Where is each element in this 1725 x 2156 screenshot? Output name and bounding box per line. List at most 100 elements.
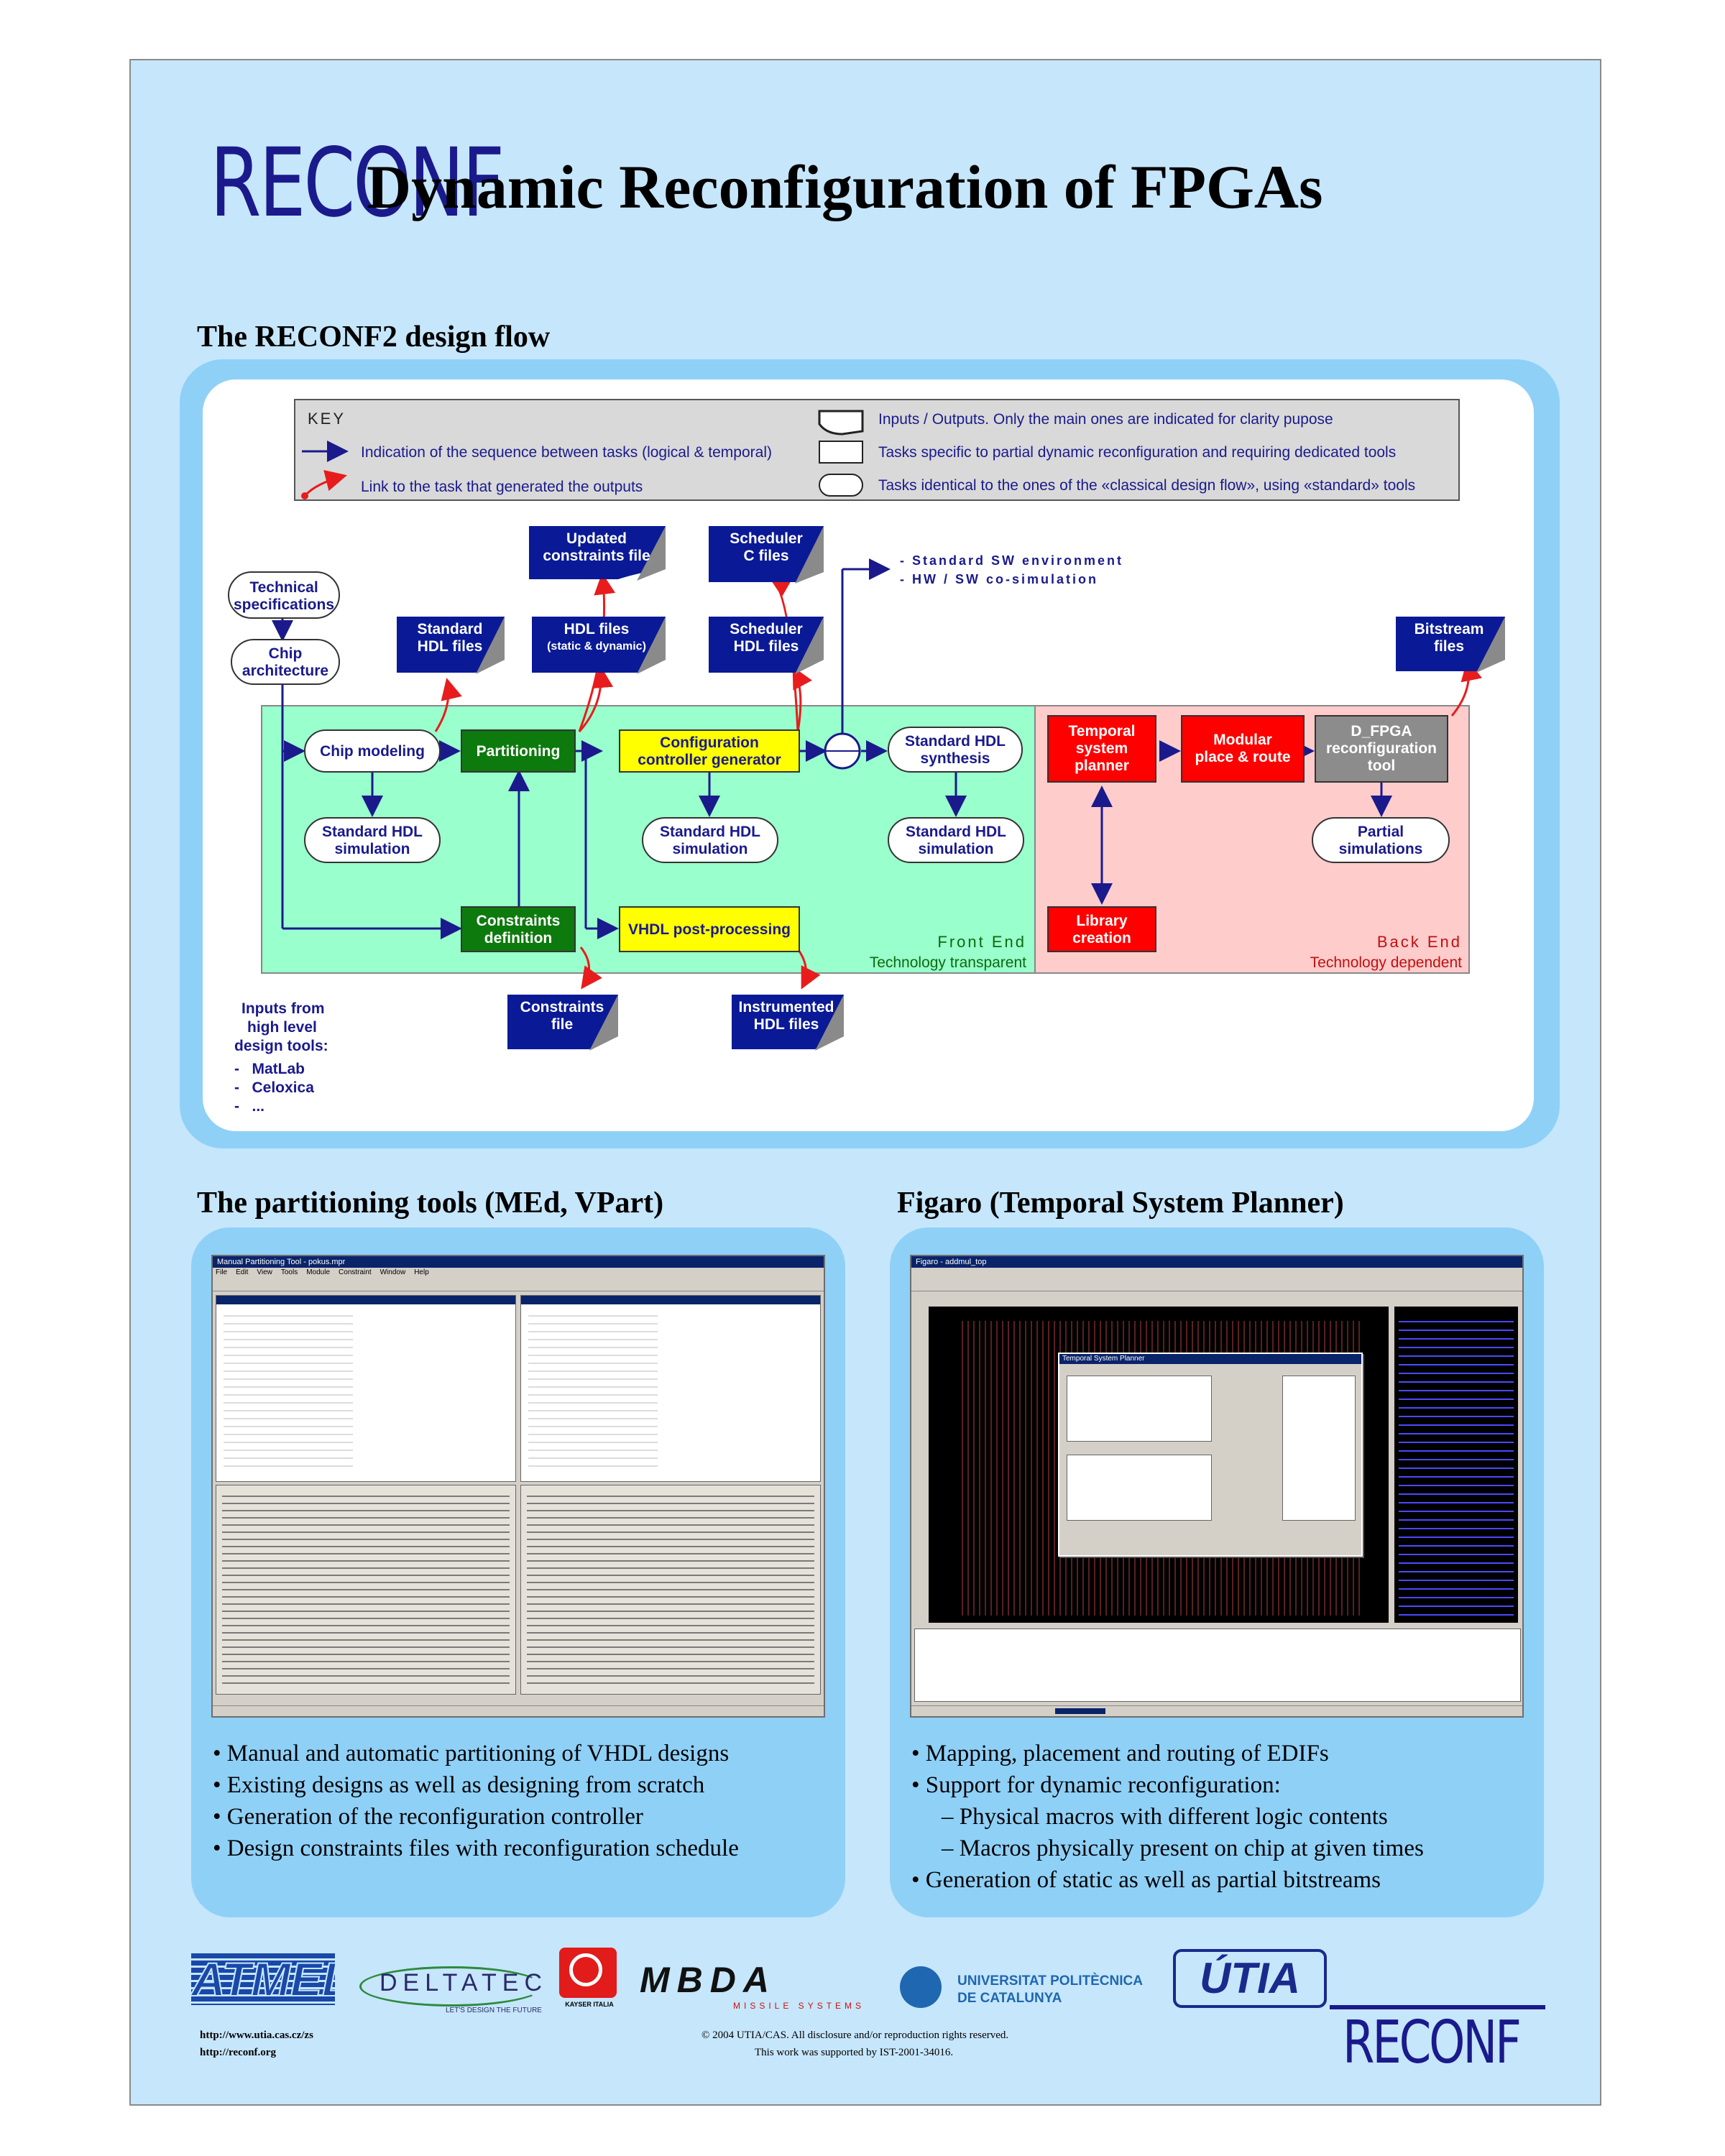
bullet: • Manual and automatic partitioning of V… (213, 1741, 730, 1766)
output-tree-pane (520, 1295, 821, 1482)
node-std-synth-2: synthesis (921, 750, 990, 767)
file-updated-2: constraints file (543, 548, 650, 564)
figaro-window-title: Figaro - addmul_top (916, 1258, 987, 1266)
key-oval: Tasks identical to the ones of the «clas… (878, 477, 1415, 494)
partitioning-window-title: Manual Partitioning Tool - pokus.mpr (217, 1258, 346, 1266)
utia-logo: ÚTIA (1173, 1949, 1327, 2008)
node-vhdl-post: VHDL post-processing (628, 921, 791, 938)
partitioning-window-titlebar: Manual Partitioning Tool - pokus.mpr (213, 1256, 824, 1268)
file-std-hdl-2: HDL files (418, 638, 483, 655)
node-sim2-2: simulation (672, 841, 748, 857)
node-dfpga-2: reconfiguration (1326, 740, 1437, 757)
file-scheduler-hdl-1: Scheduler (730, 621, 803, 637)
key-arrow-seq: Indication of the sequence between tasks… (361, 444, 772, 461)
file-hdl-2: (static & dynamic) (547, 640, 646, 653)
inputs-line-2: high level (247, 1019, 317, 1036)
figaro-toolbar (911, 1268, 1522, 1291)
file-scheduler-c-1: Scheduler (730, 530, 803, 547)
mbda-tagline: MISSILE SYSTEMS (733, 2001, 865, 2011)
file-instrumented-2: HDL files (754, 1016, 819, 1033)
mbda-logo-text: MBDA (640, 1960, 776, 2000)
bullet: • Existing designs as well as designing … (213, 1772, 705, 1798)
design-flow-title: The RECONF2 design flow (197, 321, 551, 354)
page-title: Dynamic Reconfiguration of FPGAs (367, 152, 1323, 221)
atmel-logo: ATMEL (191, 1953, 335, 2005)
atmel-logo-text: ATMEL (191, 1953, 335, 2005)
utia-logo-text: ÚTIA (1200, 1954, 1300, 2002)
sub-bullet: – Macros physically present on chip at g… (942, 1835, 1424, 1861)
node-temporal-1: Temporal (1069, 723, 1136, 740)
input-code-pane (216, 1485, 516, 1695)
menu-file[interactable]: File (216, 1268, 228, 1276)
deltatec-tagline: LET'S DESIGN THE FUTURE (446, 2007, 542, 2014)
node-sim1-2: simulation (334, 841, 410, 857)
file-bitstream-2: files (1434, 638, 1464, 655)
file-shapes: Updated constraints file Scheduler C fil… (397, 526, 1505, 1051)
footer-url-1: http://www.utia.cas.cz/zs (200, 2030, 313, 2041)
sw-env-2: - HW / SW co-simulation (900, 572, 1098, 586)
node-chip-modeling: Chip modeling (320, 743, 425, 760)
sub-bullet: – Physical macros with different logic c… (942, 1804, 1388, 1830)
node-modular-2: place & route (1195, 749, 1290, 765)
file-std-hdl-1: Standard (417, 621, 482, 637)
inputs-line-4: - MatLab (234, 1061, 305, 1077)
node-config-gen-1: Configuration (660, 734, 759, 751)
kayser-logo: KAYSER ITALIA (559, 1948, 620, 2012)
node-sim3-2: simulation (918, 841, 993, 857)
footer-copyright: © 2004 UTIA/CAS. All disclosure and/or r… (702, 2030, 1009, 2041)
bullet: • Generation of static as well as partia… (911, 1867, 1381, 1893)
menu-edit[interactable]: Edit (236, 1268, 249, 1276)
node-config-gen-2: controller generator (638, 752, 781, 768)
file-scheduler-c-2: C files (743, 548, 788, 564)
menu-view[interactable]: View (257, 1268, 272, 1276)
file-instrumented-1: Instrumented (738, 999, 834, 1015)
reconf-logo-bottom (1330, 2005, 1545, 2009)
partitioning-title: The partitioning tools (MEd, VPart) (197, 1187, 664, 1220)
menu-window[interactable]: Window (380, 1268, 406, 1276)
inputs-line-5: - Celoxica (234, 1079, 314, 1096)
menu-tools[interactable]: Tools (280, 1268, 298, 1276)
menu-constraint[interactable]: Constraint (339, 1268, 372, 1276)
menu-module[interactable]: Module (306, 1268, 331, 1276)
node-library-2: creation (1072, 930, 1131, 946)
partitioning-screenshot: Manual Partitioning Tool - pokus.mpr Fil… (211, 1255, 825, 1718)
oval-tasks: Technical specifications Chip architectu… (228, 571, 1450, 863)
file-constraints-1: Constraints (520, 999, 604, 1015)
sw-env-1: - Standard SW environment (900, 553, 1123, 568)
node-chip-arch-1: Chip (269, 645, 303, 662)
upc-logo-text-1: UNIVERSITAT POLITÈCNICA (957, 1973, 1143, 1989)
menu-help[interactable]: Help (414, 1268, 429, 1276)
file-hdl-1: HDL files (564, 621, 630, 637)
figaro-title: Figaro (Temporal System Planner) (897, 1187, 1344, 1220)
bullet: • Generation of the reconfiguration cont… (213, 1804, 643, 1830)
node-constraints-def-2: definition (484, 930, 552, 946)
temporal-planner-title: Temporal System Planner (1062, 1355, 1145, 1363)
key-rect: Tasks specific to partial dynamic reconf… (878, 444, 1396, 461)
figaro-screenshot: Figaro - addmul_top Temporal System Plan… (910, 1255, 1524, 1718)
compile-pane: Temporal System Planner (929, 1307, 1389, 1623)
node-sim2-1: Standard HDL (660, 824, 760, 840)
upc-logo-text-2: DE CATALUNYA (957, 1991, 1062, 2006)
partitioning-bullets: • Manual and automatic partitioning of V… (213, 1738, 739, 1864)
key-arrow-link: Link to the task that generated the outp… (361, 479, 643, 495)
upc-logo: UNIVERSITAT POLITÈCNICA DE CATALUNYA (900, 1966, 1159, 2009)
node-partitioning: Partitioning (477, 743, 561, 760)
figaro-statusbar (911, 1705, 1522, 1716)
partitioning-toolbar (213, 1278, 824, 1291)
footer-support: This work was supported by IST-2001-3401… (755, 2047, 954, 2058)
inputs-line-1: Inputs from (242, 1000, 325, 1017)
deltatec-logo: DELTATEC LET'S DESIGN THE FUTURE (359, 1959, 546, 2019)
node-dfpga-1: D_FPGA (1351, 723, 1412, 740)
figaro-log-pane (914, 1628, 1521, 1702)
node-temporal-3: planner (1075, 757, 1129, 774)
front-end-label: Front End (937, 933, 1026, 951)
file-scheduler-hdl-2: HDL files (734, 638, 799, 655)
footer-url-2: http://reconf.org (200, 2047, 276, 2058)
file-updated-1: Updated (566, 530, 627, 547)
bullet: • Mapping, placement and routing of EDIF… (911, 1741, 1329, 1766)
node-std-synth-1: Standard HDL (905, 733, 1006, 750)
node-temporal-2: system (1076, 740, 1128, 757)
input-tree-pane (216, 1295, 516, 1482)
reconf-logo: RECONF (210, 128, 505, 239)
